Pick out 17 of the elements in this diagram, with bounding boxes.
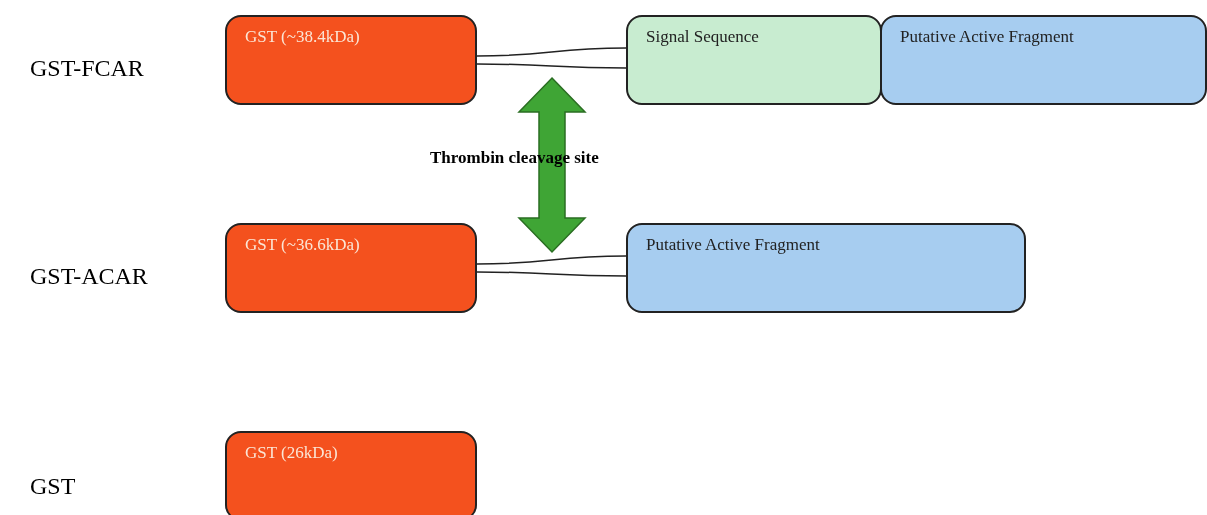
linker-line: [476, 47, 627, 69]
protein-domain-box: [626, 15, 882, 105]
protein-domain-box: [225, 431, 477, 515]
domain-label: GST (~36.6kDa): [245, 235, 360, 255]
row-label: GST-ACAR: [30, 263, 148, 290]
protein-domain-box: [626, 223, 1026, 313]
linker-line: [476, 255, 627, 277]
row-label: GST-FCAR: [30, 55, 144, 82]
domain-label: Putative Active Fragment: [646, 235, 820, 255]
protein-domain-box: [225, 223, 477, 313]
domain-label: Signal Sequence: [646, 27, 759, 47]
domain-label: Putative Active Fragment: [900, 27, 1074, 47]
protein-domain-box: [225, 15, 477, 105]
domain-label: GST (26kDa): [245, 443, 338, 463]
row-label: GST: [30, 473, 76, 500]
protein-domain-box: [880, 15, 1207, 105]
domain-label: GST (~38.4kDa): [245, 27, 360, 47]
